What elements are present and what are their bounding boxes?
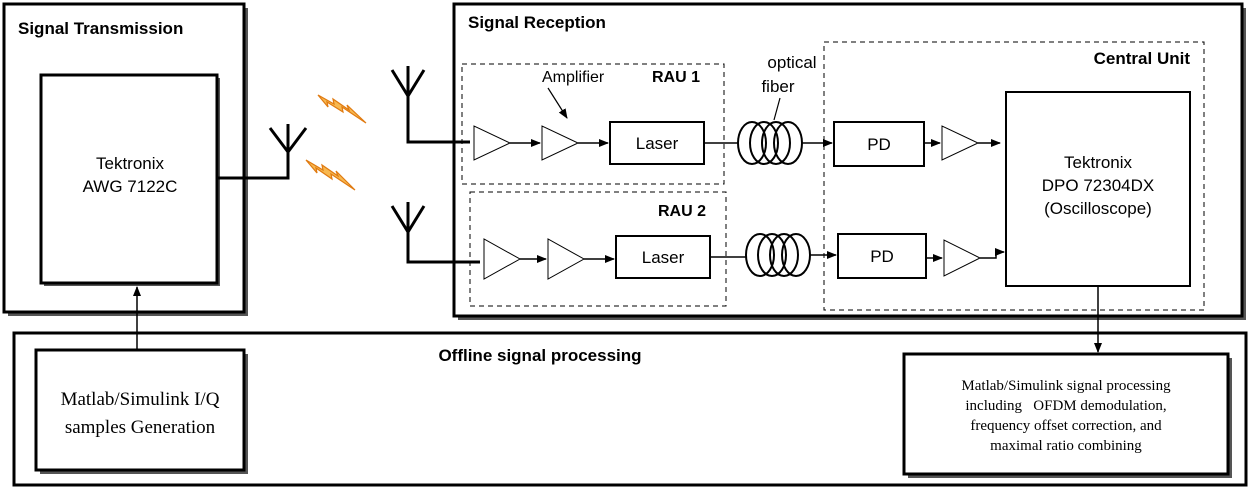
- dpo-line1: Tektronix: [1064, 153, 1133, 172]
- rau-2-laser-label: Laser: [642, 248, 685, 267]
- tx-antenna-icon: [218, 124, 308, 180]
- wireless-link-icon: [305, 94, 367, 191]
- pd-2: [837, 233, 927, 279]
- awg-box: Tektronix AWG 7122C: [39, 73, 220, 286]
- pd-1-label: PD: [867, 135, 891, 154]
- signal-processing-box: Matlab/Simulink signal processing includ…: [902, 352, 1232, 478]
- signal-reception-panel: Signal Reception RAU 1 Amplifier Laser: [390, 2, 1246, 320]
- amplifier-pointer: [547, 87, 568, 119]
- processing-line3: frequency offset correction, and: [970, 418, 1162, 434]
- reception-title: Signal Reception: [468, 13, 606, 32]
- processing-line1: Matlab/Simulink signal processing: [961, 378, 1171, 394]
- dpo-oscilloscope-box: Tektronix DPO 72304DX (Oscilloscope): [1005, 91, 1191, 287]
- rau-1-laser-label: Laser: [636, 134, 679, 153]
- rau-1-amp-2: [541, 125, 580, 161]
- rau-2-amp-1: [483, 238, 522, 280]
- central-amp-1: [941, 125, 980, 161]
- rx-antenna-2-icon: [390, 202, 480, 264]
- signal-transmission-panel: Signal Transmission Tektronix AWG 7122C: [2, 2, 248, 316]
- rau-2-amp-2: [547, 238, 586, 280]
- offline-processing-panel: Offline signal processing Matlab/Simulin…: [12, 331, 1248, 487]
- iq-generation-line1: Matlab/Simulink I/Q: [61, 389, 220, 410]
- central-amp-2: [943, 239, 982, 277]
- transmission-title: Signal Transmission: [18, 19, 183, 38]
- iq-generation-line2: samples Generation: [65, 417, 216, 438]
- pd-2-label: PD: [870, 247, 894, 266]
- rau-1-amp-1: [473, 125, 512, 161]
- rx-antenna-1-icon: [390, 66, 470, 144]
- central-unit-title: Central Unit: [1094, 49, 1191, 68]
- processing-line4: maximal ratio combining: [990, 438, 1142, 454]
- fiber-pointer: [773, 97, 781, 121]
- fiber-label-line1: optical: [767, 53, 816, 72]
- central-unit: Central Unit PD PD Tektronix DPO 72304DX…: [823, 41, 1205, 311]
- rau-1-label: RAU 1: [652, 69, 700, 86]
- offline-title: Offline signal processing: [438, 346, 641, 365]
- iq-generation-box: Matlab/Simulink I/Q samples Generation: [34, 348, 248, 474]
- pd-1: [833, 121, 925, 167]
- fiber-label-line2: fiber: [761, 77, 794, 96]
- awg-line2: AWG 7122C: [83, 177, 178, 196]
- processing-line2: including OFDM demodulation,: [965, 398, 1166, 414]
- amplifier-label: Amplifier: [542, 69, 605, 86]
- awg-line1: Tektronix: [96, 154, 165, 173]
- dpo-line2: DPO 72304DX: [1042, 176, 1154, 195]
- dpo-line3: (Oscilloscope): [1044, 199, 1152, 218]
- rau-2-label: RAU 2: [658, 203, 706, 220]
